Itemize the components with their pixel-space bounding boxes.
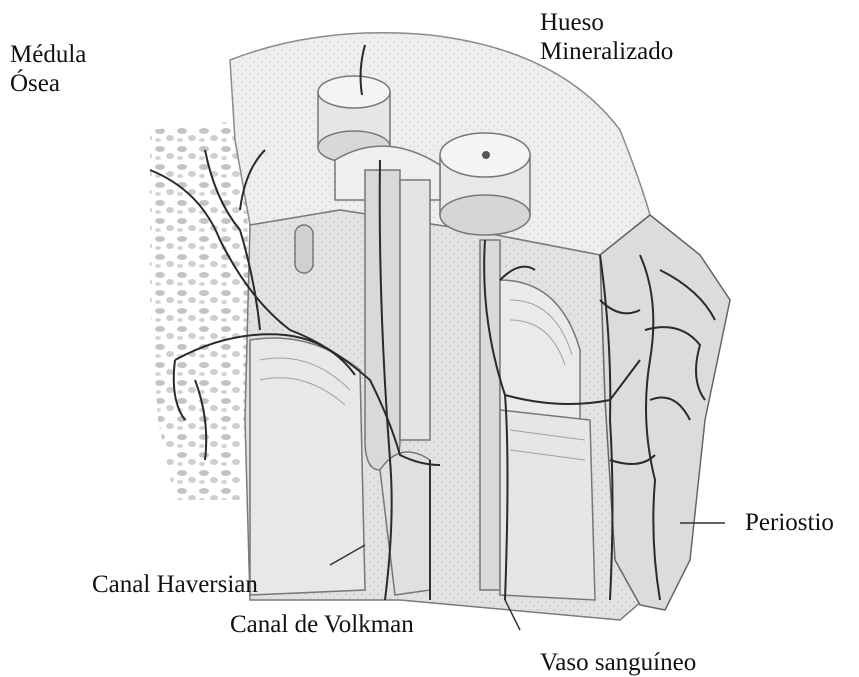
label-medula-line1: Médula (10, 40, 86, 69)
label-vaso-sanguineo: Vaso sanguíneo (540, 648, 696, 677)
periosteum-layer (600, 215, 730, 610)
label-hueso-line1: Hueso (540, 8, 673, 37)
label-periostio: Periostio (745, 508, 834, 537)
label-canal-volkman: Canal de Volkman (230, 610, 414, 639)
label-medula-osea: Médula Ósea (10, 40, 86, 98)
label-hueso-line2: Mineralizado (540, 37, 673, 66)
osteon-cylinder-right (440, 133, 530, 235)
label-hueso-mineralizado: Hueso Mineralizado (540, 8, 673, 66)
label-canal-haversian: Canal Haversian (92, 570, 258, 599)
label-medula-line2: Ósea (10, 69, 86, 98)
